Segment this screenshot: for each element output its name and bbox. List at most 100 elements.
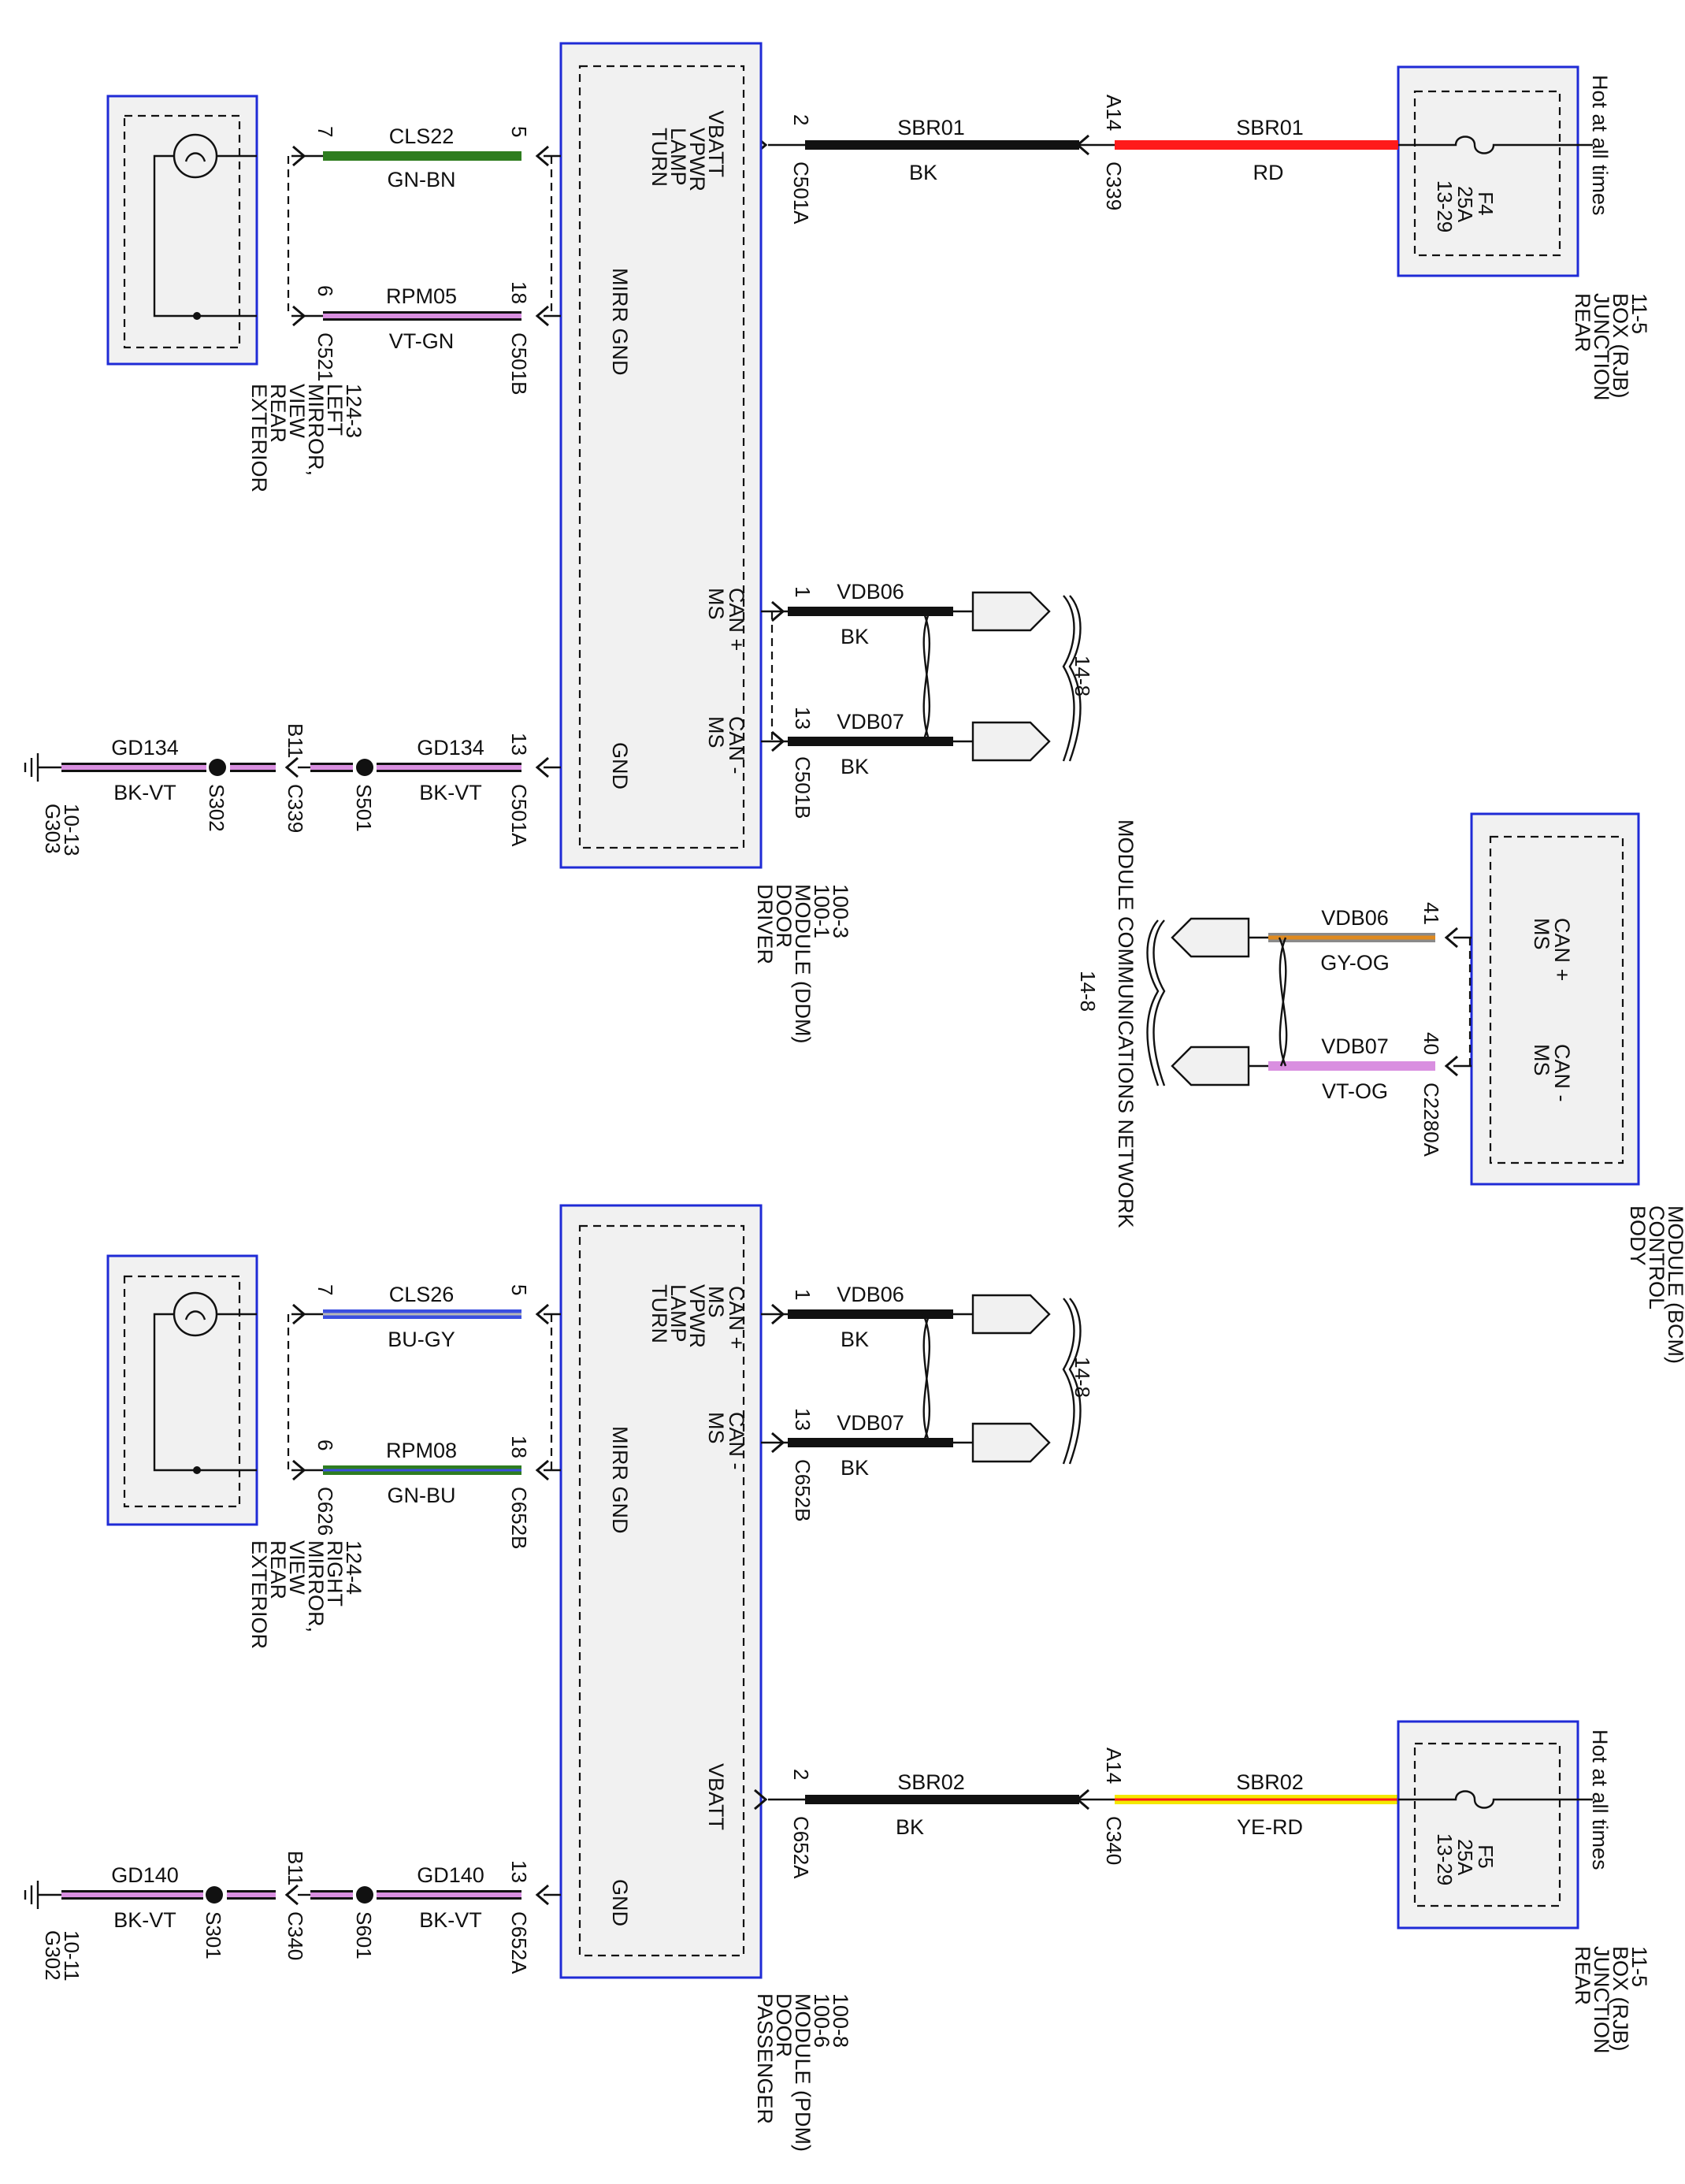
fuse-f4-symbol [1398, 136, 1593, 154]
svg-text:TURN LAMP VPWR: TURN LAMP VPWR [648, 128, 709, 193]
splice-s301 [206, 1886, 223, 1904]
svg-text:C2280A: C2280A [1420, 1083, 1443, 1157]
svg-text:SBR02: SBR02 [897, 1770, 965, 1794]
svg-text:F4 25A 13-29: F4 25A 13-29 [1433, 180, 1498, 233]
pdm-name: PASSENGER DOOR MODULE (PDM) 100-6 100-8 [753, 1993, 852, 2158]
svg-text:VDB06: VDB06 [837, 580, 904, 604]
svg-text:6: 6 [314, 285, 337, 296]
svg-text:BK-VT: BK-VT [113, 1908, 176, 1932]
svg-text:S301: S301 [202, 1911, 225, 1959]
svg-text:13: 13 [507, 733, 531, 756]
fuse-f5-symbol [1398, 1790, 1593, 1809]
svg-text:GND: GND [608, 1879, 632, 1926]
passenger-door-module: VBATT MS CAN + MS CAN - GND TURN LAMP VP… [559, 1204, 852, 2158]
svg-text:B11: B11 [284, 723, 307, 758]
svg-text:BK: BK [909, 161, 937, 184]
wire-sbr02: SBR02 BK SBR02 YE-RD A14 C340 2 C652A [754, 1748, 1398, 1879]
driver-door-module: VBATT MS CAN + MS CAN - GND TURN LAMP VP… [559, 42, 852, 1049]
svg-text:GN-BU: GN-BU [388, 1484, 456, 1507]
pdm-can-wires: VDB06 BK VDB07 BK 1 13 C652B 14-8 [761, 1283, 1094, 1522]
svg-text:C626: C626 [314, 1487, 337, 1536]
svg-text:C652A: C652A [789, 1816, 813, 1879]
svg-text:VBATT: VBATT [704, 110, 728, 177]
svg-text:GND: GND [608, 742, 632, 789]
svg-text:MS CAN +: MS CAN + [704, 588, 748, 651]
svg-text:14-8: 14-8 [1071, 656, 1094, 696]
svg-text:40: 40 [1420, 1032, 1443, 1055]
svg-text:GY-OG: GY-OG [1320, 951, 1390, 975]
svg-text:6: 6 [314, 1439, 337, 1450]
svg-text:BK: BK [841, 625, 869, 648]
svg-text:5: 5 [507, 1284, 531, 1295]
ground-symbol-icon [24, 753, 39, 782]
svg-text:C501B: C501B [507, 332, 531, 396]
svg-text:VBATT: VBATT [704, 1763, 728, 1830]
svg-text:C340: C340 [1102, 1816, 1126, 1865]
svg-text:BK: BK [896, 1815, 924, 1839]
splice-s601 [356, 1886, 373, 1904]
svg-text:7: 7 [314, 126, 337, 137]
ddm-name: DRIVER DOOR MODULE (DDM) 100-1 100-3 [753, 884, 852, 1049]
turn-lamp-bulb-icon [173, 1291, 218, 1337]
bcm-name: BODY CONTROL MODULE (BCM) 13-22 [1626, 1205, 1685, 1370]
wire-rpm05: RPM05 VT-GN 18 C501B 6 C521 [291, 281, 561, 396]
svg-text:F5 25A 13-29: F5 25A 13-29 [1433, 1833, 1498, 1886]
splice-s501 [356, 759, 373, 776]
svg-text:TURN LAMP VPWR: TURN LAMP VPWR [648, 1284, 709, 1350]
svg-text:C521: C521 [314, 332, 337, 381]
svg-text:C501B: C501B [791, 756, 815, 819]
svg-text:GD134: GD134 [111, 736, 179, 760]
svg-text:CLS22: CLS22 [389, 124, 455, 148]
svg-text:GN-BN: GN-BN [388, 168, 456, 191]
svg-text:VDB06: VDB06 [837, 1283, 904, 1306]
svg-text:A14: A14 [1102, 1748, 1126, 1784]
mirror-right-name: EXTERIOR REAR VIEW MIRROR, RIGHT 124-4 [247, 1540, 366, 1655]
svg-text:GD140: GD140 [417, 1863, 484, 1887]
svg-text:7: 7 [314, 1284, 337, 1295]
svg-text:5: 5 [507, 126, 531, 137]
svg-text:BK-VT: BK-VT [113, 781, 176, 804]
svg-text:VDB07: VDB07 [837, 710, 904, 734]
svg-text:VT-OG: VT-OG [1322, 1079, 1388, 1103]
svg-text:13: 13 [791, 1408, 815, 1431]
svg-text:MS CAN +: MS CAN + [704, 1286, 748, 1349]
svg-text:2: 2 [789, 114, 813, 125]
svg-text:G303 10-13: G303 10-13 [41, 804, 84, 860]
svg-text:C501A: C501A [789, 162, 813, 225]
svg-text:GD134: GD134 [417, 736, 484, 760]
svg-text:A14: A14 [1102, 95, 1126, 131]
rear-junction-box-2: F5 25A 13-29 Hot at all times REAR JUNCT… [1397, 1720, 1651, 2054]
svg-text:C652B: C652B [507, 1487, 531, 1550]
wire-sbr01: SBR01 BK SBR01 RD A14 C339 2 C501A [754, 95, 1398, 225]
svg-text:BK: BK [841, 1456, 869, 1480]
svg-text:41: 41 [1420, 902, 1443, 925]
svg-text:BK: BK [841, 1328, 869, 1351]
svg-text:1: 1 [791, 1289, 815, 1300]
ground-symbol-icon [24, 1881, 39, 1909]
svg-text:2: 2 [789, 1769, 813, 1780]
svg-text:VDB06: VDB06 [1321, 906, 1389, 930]
ddm-ground-path: GD134 BK-VT GD134 BK-VT 13 C501A S501 B1… [24, 723, 561, 860]
svg-text:MS CAN +: MS CAN + [1530, 918, 1574, 981]
svg-text:18: 18 [507, 1436, 531, 1458]
svg-text:MS CAN -: MS CAN - [704, 1412, 748, 1470]
svg-text:MIRR GND: MIRR GND [608, 1426, 632, 1534]
svg-text:YE-RD: YE-RD [1237, 1815, 1303, 1839]
turn-lamp-bulb-icon [173, 133, 218, 179]
wire-cls26: CLS26 BU-GY 5 7 [291, 1283, 561, 1351]
svg-text:1: 1 [791, 586, 815, 597]
svg-text:C652B: C652B [791, 1459, 815, 1522]
svg-text:S501: S501 [352, 784, 376, 832]
svg-text:B11: B11 [284, 1851, 307, 1885]
svg-text:S302: S302 [205, 784, 228, 832]
svg-text:GD140: GD140 [111, 1863, 179, 1887]
svg-text:SBR02: SBR02 [1236, 1770, 1304, 1794]
svg-text:C339: C339 [1102, 162, 1126, 210]
svg-text:13: 13 [507, 1860, 531, 1883]
wire-cls22: CLS22 GN-BN 5 7 [291, 124, 561, 191]
svg-text:13: 13 [791, 707, 815, 730]
svg-text:VDB07: VDB07 [1321, 1034, 1389, 1058]
svg-text:C340: C340 [284, 1911, 307, 1960]
svg-text:RPM08: RPM08 [386, 1439, 457, 1462]
